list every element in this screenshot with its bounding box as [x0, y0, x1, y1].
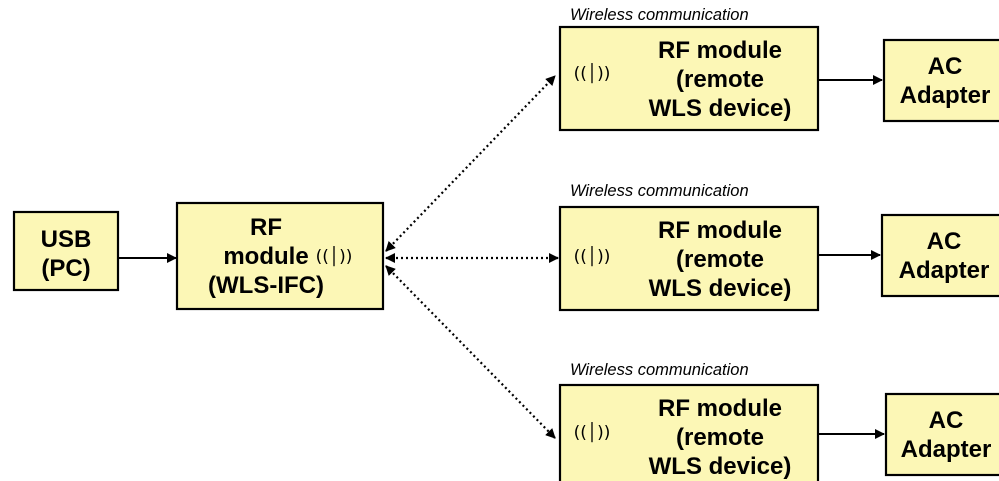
remote-rf-line2: (remote: [676, 246, 764, 273]
remote-rf-line1: RF module: [658, 217, 782, 244]
ac-line1: AC: [929, 407, 964, 434]
wireless-caption-2: Wireless communication: [570, 182, 749, 200]
antenna-icon: ((│)): [574, 422, 611, 443]
remote-rf-line3: WLS device): [649, 453, 792, 480]
usb-label: USB: [41, 226, 92, 253]
interface-line3: (WLS-IFC): [208, 272, 324, 299]
remote-rf-line3: WLS device): [649, 275, 792, 302]
remote-rf-line3: WLS device): [649, 95, 792, 122]
ac-adapter-1: AC Adapter: [882, 38, 999, 123]
remote-rf-module-1: ((│)) RF module (remote WLS device): [558, 25, 820, 132]
remote-rf-line2: (remote: [676, 424, 764, 451]
antenna-icon: ((│)): [574, 246, 611, 267]
pc-label: (PC): [41, 255, 90, 282]
wireless-caption-3: Wireless communication: [570, 361, 749, 379]
rf-interface-box: RF module (WLS-IFC) ((│)): [175, 201, 385, 311]
wireless-link-top: [385, 75, 556, 252]
interface-line1: RF: [250, 214, 282, 241]
ac-line1: AC: [927, 228, 962, 255]
antenna-icon: ((│)): [316, 246, 353, 267]
ac-line2: Adapter: [901, 436, 992, 463]
ac-adapter-3: AC Adapter: [884, 392, 999, 477]
remote-rf-module-2: ((│)) RF module (remote WLS device): [558, 205, 820, 312]
wireless-link-bottom: [385, 265, 556, 439]
ac-line1: AC: [928, 53, 963, 80]
remote-rf-line1: RF module: [658, 37, 782, 64]
remote-rf-line1: RF module: [658, 395, 782, 422]
interface-line2: module: [223, 243, 308, 270]
wireless-caption-1: Wireless communication: [570, 6, 749, 24]
ac-line2: Adapter: [900, 82, 991, 109]
antenna-icon: ((│)): [574, 63, 611, 84]
ac-adapter-2: AC Adapter: [880, 213, 999, 298]
ac-line2: Adapter: [899, 257, 990, 284]
remote-rf-line2: (remote: [676, 66, 764, 93]
usb-pc-box: USB (PC): [12, 210, 120, 292]
remote-rf-module-3: ((│)) RF module (remote WLS device): [558, 383, 820, 481]
